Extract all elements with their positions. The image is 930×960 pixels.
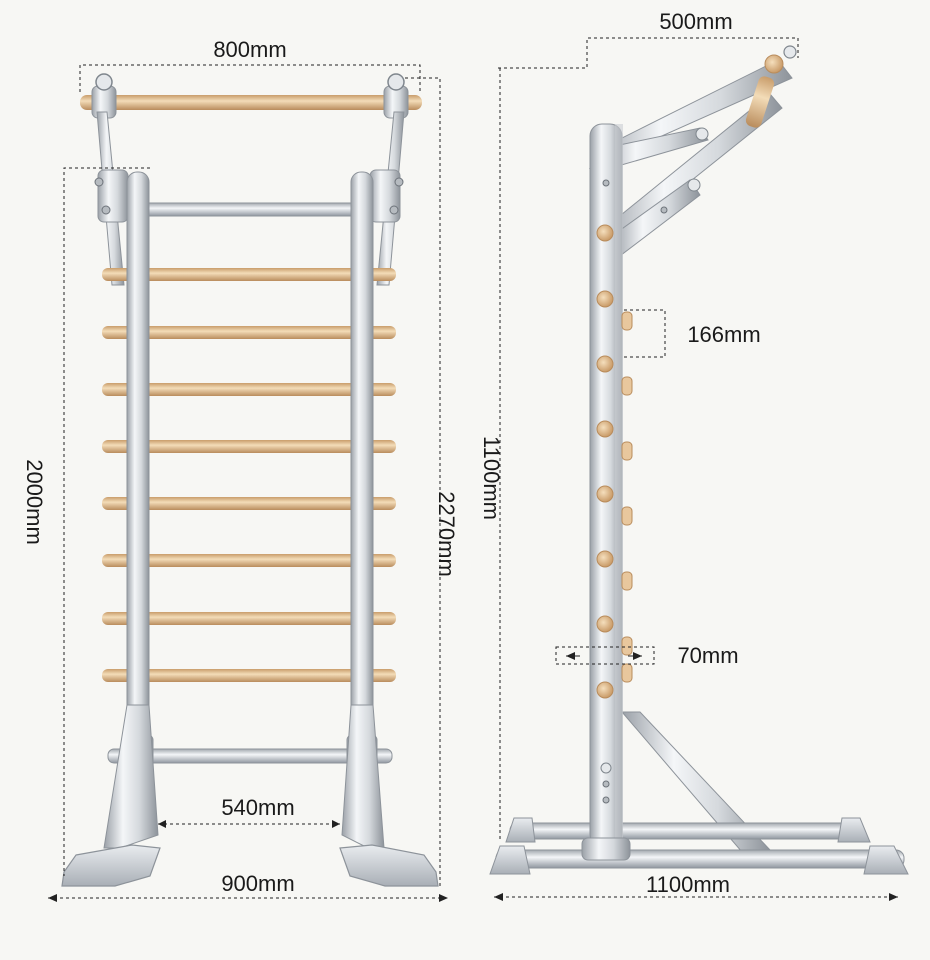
side-rung-ends bbox=[596, 224, 614, 699]
side-foot-rear-left bbox=[505, 817, 536, 843]
dim-label-front-inner-width: 540mm bbox=[221, 795, 295, 820]
side-rung-end bbox=[596, 681, 614, 699]
side-rung-end bbox=[596, 550, 614, 568]
front-rung bbox=[102, 554, 396, 567]
dim-label-side-base-length: 1100mm bbox=[646, 872, 730, 897]
side-rung-end bbox=[596, 355, 614, 373]
front-upper-crossbar bbox=[129, 202, 371, 217]
front-leg-left bbox=[103, 704, 159, 849]
front-rung bbox=[102, 268, 396, 281]
front-rung bbox=[102, 383, 396, 396]
side-rung-end bbox=[596, 224, 614, 242]
front-lower-crossbar bbox=[107, 748, 393, 764]
dim-label-front-overall-height: 2270mm bbox=[434, 491, 459, 577]
front-rungs bbox=[102, 268, 396, 682]
side-rung-end bbox=[596, 485, 614, 503]
front-foot-right bbox=[339, 844, 439, 887]
side-rung-end bbox=[596, 615, 614, 633]
side-top-wooden-peg bbox=[745, 76, 775, 128]
front-foot-left bbox=[61, 844, 161, 887]
front-top-wooden-bar bbox=[80, 95, 422, 110]
front-view bbox=[61, 73, 439, 887]
dim-label-front-top-bar-width: 800mm bbox=[213, 37, 287, 62]
side-foot-rear-right bbox=[837, 817, 871, 843]
dim-label-side-rung-depth: 70mm bbox=[677, 643, 739, 668]
side-base-rear-bar bbox=[509, 822, 856, 840]
front-hinge-left bbox=[97, 169, 129, 223]
side-rung-end bbox=[596, 290, 614, 308]
dim-label-side-height: 1100mm bbox=[479, 436, 504, 520]
side-view bbox=[489, 45, 909, 875]
front-leg-right bbox=[341, 704, 385, 849]
front-top-bolt-left bbox=[95, 73, 113, 91]
side-rung-end bbox=[596, 420, 614, 438]
dim-label-front-total-height: 2000mm bbox=[22, 459, 47, 545]
front-rung bbox=[102, 612, 396, 625]
side-foot-front-right bbox=[863, 845, 909, 875]
front-rung bbox=[102, 497, 396, 510]
side-top-peg-end bbox=[764, 54, 784, 74]
dim-label-side-rung-spacing: 166mm bbox=[687, 322, 761, 347]
dim-label-front-base-width: 900mm bbox=[221, 871, 295, 896]
front-rung bbox=[102, 326, 396, 339]
front-rung bbox=[102, 440, 396, 453]
front-rung bbox=[102, 669, 396, 682]
side-foot-front-left bbox=[489, 845, 531, 875]
side-base-front-bar bbox=[495, 849, 905, 869]
front-top-bolt-right bbox=[387, 73, 405, 91]
dim-label-side-top-depth: 500mm bbox=[659, 9, 733, 34]
front-dimension-lines bbox=[48, 64, 448, 899]
side-dimension-lines bbox=[494, 37, 898, 898]
